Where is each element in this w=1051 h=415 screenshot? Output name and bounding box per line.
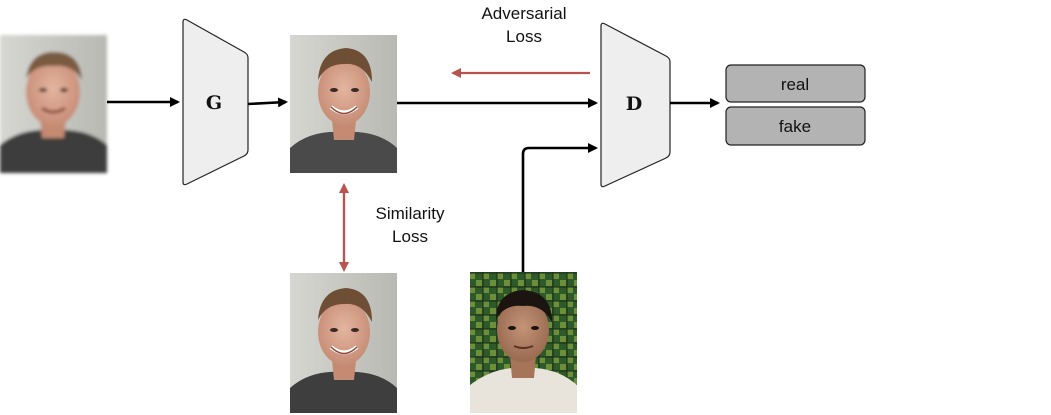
- discriminator-block: [600, 22, 671, 188]
- adversarial-loss-label-line1: Adversarial: [481, 4, 566, 23]
- generator-block: [182, 18, 249, 186]
- discriminator-label: D: [626, 93, 642, 115]
- similarity-loss-label-line2: Loss: [392, 227, 428, 246]
- generator-label: G: [206, 92, 222, 114]
- target-image: [290, 273, 397, 413]
- similarity-loss-label-line1: Similarity: [376, 204, 445, 223]
- adversarial-loss-label-line2: Loss: [506, 27, 542, 46]
- real-sample-image: [470, 272, 577, 413]
- real-output-label: real: [781, 75, 809, 94]
- fake-output-box: [725, 106, 866, 146]
- generator-to-output-arrow: [247, 97, 288, 108]
- fake-output-label: fake: [779, 117, 811, 136]
- real-to-discriminator-arrow: [521, 143, 598, 272]
- input-image: [0, 35, 107, 173]
- generated-image: [290, 35, 397, 173]
- real-output-box: [725, 64, 866, 103]
